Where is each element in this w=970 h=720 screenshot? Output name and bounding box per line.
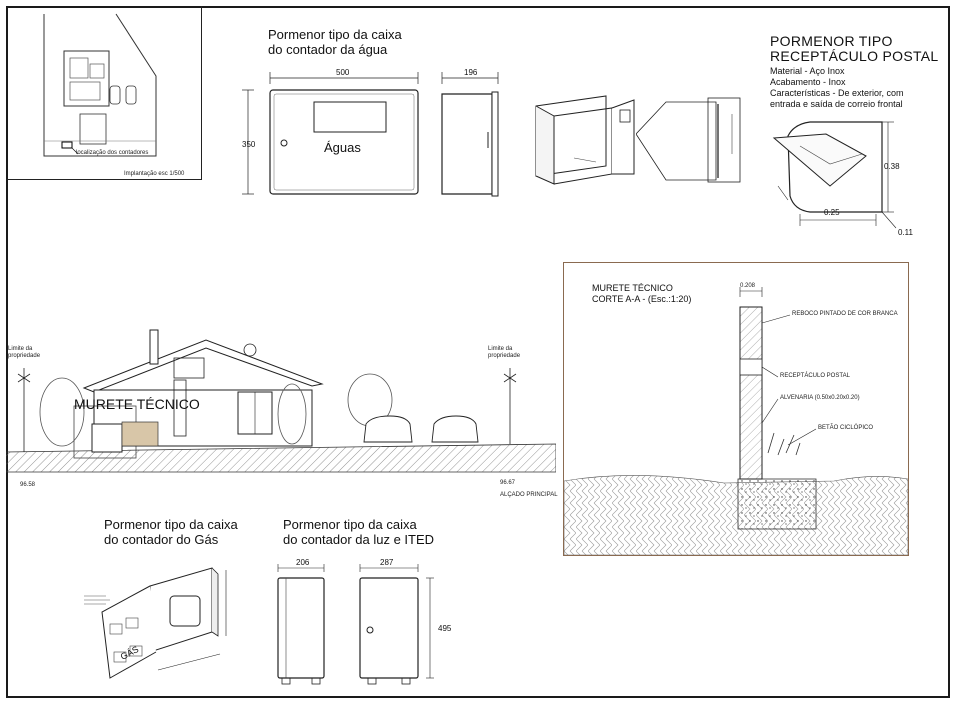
electric-box-drawing: [277, 564, 434, 685]
postal-dim-height: 0.38: [884, 162, 900, 171]
electric-box-title: Pormenor tipo da caixa do contador da lu…: [283, 517, 434, 547]
water-box-title: Pormenor tipo da caixa do contador da ág…: [268, 27, 402, 57]
postal-finish: Acabamento - Inox: [770, 77, 846, 87]
water-box-title-line2: do contador da água: [268, 42, 388, 57]
gas-box-title-line2: do contador do Gás: [104, 532, 219, 547]
postal-dim-width: 0.25: [824, 208, 840, 217]
site-plan-scale-label: Implantação esc 1/500: [124, 171, 185, 177]
postal-receptacle-drawing: [772, 121, 897, 229]
gas-box-title-line1: Pormenor tipo da caixa: [104, 517, 238, 532]
section-title: MURETE TÉCNICO CORTE A-A - (Esc.:1:20): [592, 283, 691, 305]
right-level-label: 96.67: [500, 480, 516, 486]
postal-specs: Material - Aço Inox Acabamento - Inox Ca…: [770, 66, 904, 110]
postal-features-line1: Características - De exterior, com: [770, 88, 904, 98]
water-box-depth-dim: 196: [464, 68, 478, 77]
postal-title-line1: PORMENOR TIPO: [770, 33, 893, 49]
water-box-front-label: Águas: [324, 140, 361, 155]
postal-material: Material - Aço Inox: [770, 66, 845, 76]
section-note-masonry: ALVENARIA (0.50x0.20x0.20): [780, 395, 860, 401]
left-level-label: 96.58: [20, 482, 36, 488]
right-property-limit-label: Limite da propriedade: [488, 346, 521, 359]
water-box-width-dim: 500: [336, 68, 350, 77]
section-title-line1: MURETE TÉCNICO: [592, 283, 673, 293]
technical-wall-label: MURETE TÉCNICO: [74, 396, 200, 412]
site-plan-drawing: [43, 13, 157, 157]
site-plan: localização dos contadores Implantação e…: [6, 6, 202, 180]
postal-title: PORMENOR TIPO RECEPTÁCULO POSTAL: [770, 34, 939, 64]
section-note-render: REBOCO PINTADO DE COR BRANCA: [792, 311, 898, 317]
section-note-concrete: BETÃO CICLÓPICO: [818, 425, 874, 431]
water-box-detail-inset: [636, 97, 741, 183]
gas-box-drawing: [84, 567, 227, 679]
water-box-title-line1: Pormenor tipo da caixa: [268, 27, 402, 42]
section-panel: MURETE TÉCNICO CORTE A-A - (Esc.:1:20) 0…: [563, 262, 909, 556]
water-box-height-dim: 350: [242, 140, 256, 149]
left-property-limit-label: Limite da propriedade: [8, 346, 41, 359]
electric-box-title-line1: Pormenor tipo da caixa: [283, 517, 417, 532]
electric-side-width-dim: 206: [296, 558, 310, 567]
gas-box-title: Pormenor tipo da caixa do contador do Gá…: [104, 517, 238, 547]
elevation-caption: ALÇADO PRINCIPAL: [500, 492, 558, 498]
electric-front-width-dim: 287: [380, 558, 394, 567]
meter-location-label: localização dos contadores: [76, 150, 149, 156]
electric-box-title-line2: do contador da luz e ITED: [283, 532, 435, 547]
front-elevation-drawing: [6, 329, 556, 473]
section-note-mailbox: RECEPTÁCULO POSTAL: [780, 373, 850, 379]
section-title-line2: CORTE A-A - (Esc.:1:20): [592, 294, 692, 304]
electric-height-dim: 495: [438, 624, 452, 633]
section-drawing: [563, 287, 909, 556]
postal-dim-depth: 0.11: [898, 228, 913, 237]
postal-features-line2: entrada e saída de correio frontal: [770, 99, 903, 109]
section-top-dim: 0.208: [740, 283, 756, 289]
water-box-drawing: [242, 72, 635, 197]
postal-title-line2: RECEPTÁCULO POSTAL: [770, 48, 939, 64]
drawing-sheet-frame: [6, 6, 950, 698]
